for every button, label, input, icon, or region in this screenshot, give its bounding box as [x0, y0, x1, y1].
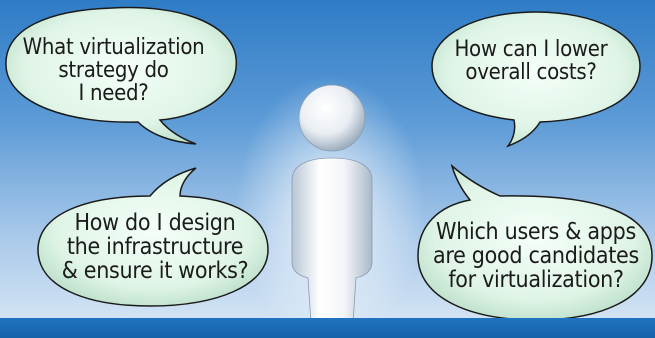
bubble-4-line-1: Which users & apps — [436, 219, 636, 245]
speech-bubble-2 — [37, 167, 269, 307]
bubble-2-line-1: How do I design — [74, 210, 236, 236]
speech-bubble-1 — [5, 6, 237, 145]
bubble-2-line-2: the infrastructure — [66, 234, 244, 261]
person-silhouette-icon — [291, 84, 373, 338]
bubble-1-line-1: What virtualization — [22, 35, 205, 60]
bubble-1-line-2: strategy do — [58, 58, 169, 84]
bubble-1-line-3: I need? — [78, 81, 149, 107]
bubble-4-line-3: for virtualization? — [448, 267, 624, 294]
bubble-1-text: What virtualization strategy do I need? — [6, 36, 221, 105]
footer-bar — [0, 318, 655, 338]
bubble-3-line-1: How can I lower — [454, 37, 608, 62]
speech-bubble-3 — [431, 11, 641, 148]
speech-bubble-4 — [417, 163, 653, 321]
bubble-2-line-3: & ensure it works? — [61, 258, 249, 285]
bubble-2-text: How do I design the infrastructure & ens… — [40, 210, 270, 285]
bubble-4-line-2: are good candidates — [433, 243, 639, 270]
bubble-3-text: How can I lower overall costs? — [436, 38, 626, 84]
bubble-3-line-2: overall costs? — [465, 60, 597, 86]
bubble-4-text: Which users & apps are good candidates f… — [420, 219, 652, 294]
